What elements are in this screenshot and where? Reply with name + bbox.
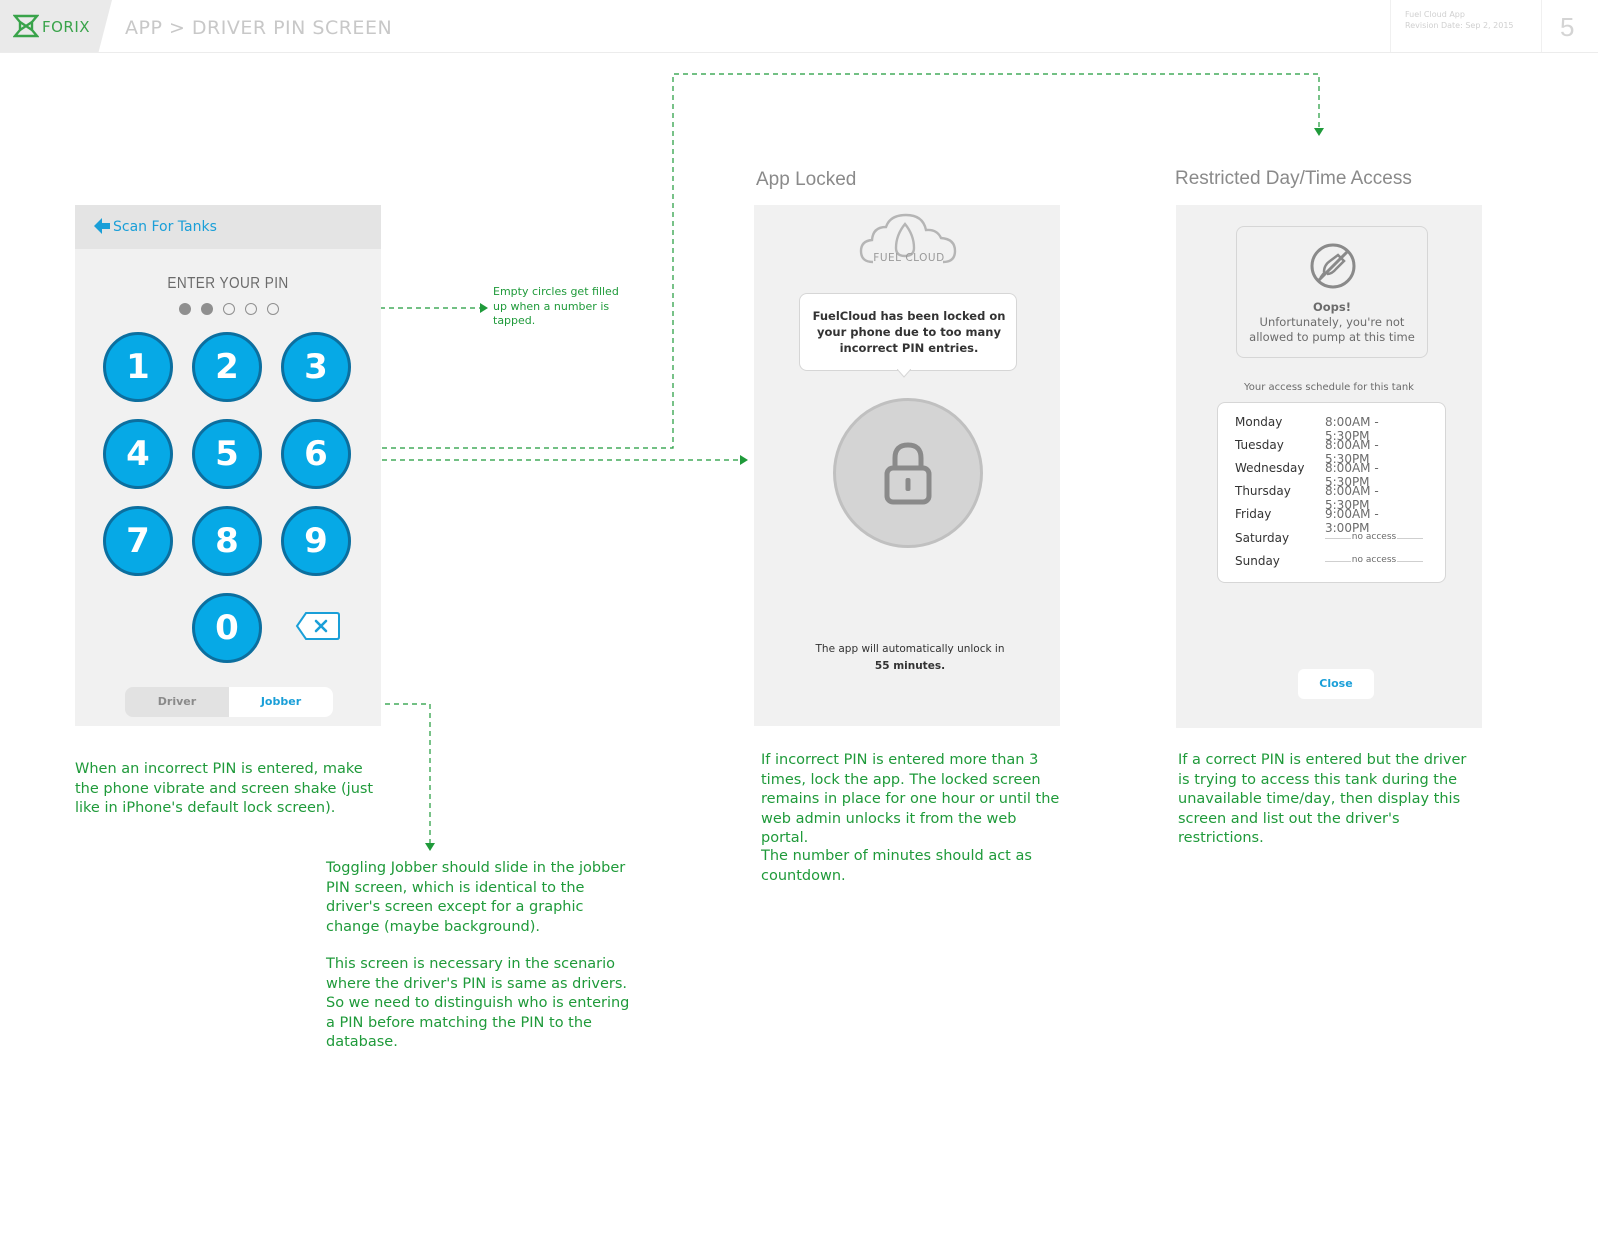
arrowhead-locked (740, 455, 748, 465)
annotation-restriction-rule: If a correct PIN is entered but the driv… (1178, 752, 1467, 846)
fuel-cloud-logo-icon (859, 213, 957, 264)
page-number: 5 (1560, 12, 1575, 42)
annotation-jobber-scenario: This screen is necessary in the scenario… (326, 956, 630, 1050)
pin-dot-filled (179, 303, 191, 315)
back-arrow-icon[interactable] (91, 215, 113, 237)
key-7[interactable]: 7 (103, 506, 173, 576)
schedule-day: Monday (1235, 415, 1283, 429)
logo-text: FORIX (42, 18, 91, 36)
unlock-countdown-minutes: 55 minutes. (874, 660, 946, 672)
fuel-cloud-logo-text: FUEL CLOUD (873, 252, 945, 264)
enter-pin-prompt: ENTER YOUR PIN (167, 275, 289, 292)
key-0[interactable]: 0 (192, 593, 262, 663)
driver-jobber-toggle[interactable]: Driver Jobber (125, 687, 333, 717)
annotation-lock-rule: If incorrect PIN is entered more than 3 … (761, 752, 1060, 846)
key-4[interactable]: 4 (103, 419, 173, 489)
schedule-caption: Your access schedule for this tank (1244, 382, 1414, 393)
revision-box (1390, 0, 1542, 52)
annotation-jobber-toggle: Toggling Jobber should slide in the jobb… (326, 860, 626, 935)
oops-title: Oops! (1313, 300, 1351, 314)
schedule-day: Sunday (1235, 554, 1280, 568)
arrowhead-jobber (425, 843, 435, 851)
connector-restricted (346, 73, 1320, 449)
no-access-label: no access (1351, 555, 1397, 565)
key-2[interactable]: 2 (192, 332, 262, 402)
pin-dot-empty (267, 303, 279, 315)
pin-dots (179, 303, 289, 317)
app-locked-screen: FUEL CLOUD FuelCloud has been locked on … (754, 205, 1060, 726)
close-button[interactable]: Close (1298, 669, 1374, 699)
page-header (0, 0, 1598, 53)
no-pumping-icon (1310, 243, 1356, 289)
restricted-access-screen: Oops! Unfortunately, you're not allowed … (1176, 205, 1482, 728)
schedule-day: Friday (1235, 507, 1272, 521)
schedule-time: 8:00AM - 5:30PM (1325, 484, 1379, 512)
schedule-no-access: no access (1325, 531, 1423, 545)
pin-dot-filled (201, 303, 213, 315)
revision-app-name: Fuel Cloud App (1405, 10, 1465, 19)
schedule-no-access: no access (1325, 554, 1423, 568)
back-button-scan-for-tanks[interactable]: Scan For Tanks (113, 219, 217, 235)
revision-date: Revision Date: Sep 2, 2015 (1405, 21, 1514, 30)
schedule-time: 9:00AM - 3:00PM (1325, 507, 1379, 535)
breadcrumb: APP > DRIVER PIN SCREEN (125, 17, 393, 39)
unlock-countdown-text: The app will automatically unlock in (815, 643, 1005, 655)
schedule-day: Wednesday (1235, 461, 1305, 475)
bubble-tail (897, 369, 911, 378)
pin-dot-empty (223, 303, 235, 315)
no-access-label: no access (1351, 532, 1397, 542)
schedule-time: 8:00AM - 5:30PM (1325, 415, 1379, 443)
section-title-app-locked: App Locked (756, 169, 857, 190)
key-8[interactable]: 8 (192, 506, 262, 576)
logo-block (0, 0, 112, 52)
driver-pin-screen: Scan For Tanks ENTER YOUR PIN 1 2 3 4 5 … (75, 205, 381, 726)
oops-message: Unfortunately, you're not allowed to pum… (1249, 315, 1415, 344)
schedule-time: 8:00AM - 5:30PM (1325, 461, 1379, 489)
arrowhead-restricted (1314, 128, 1324, 136)
annotation-incorrect-pin: When an incorrect PIN is entered, make t… (75, 761, 374, 816)
section-title-restricted-access: Restricted Day/Time Access (1175, 168, 1412, 189)
annotation-countdown: The number of minutes should act as coun… (761, 848, 1032, 884)
lock-message-bubble: FuelCloud has been locked on your phone … (799, 293, 1017, 371)
backspace-icon[interactable] (295, 611, 341, 641)
schedule-card: Monday 8:00AM - 5:30PM Tuesday 8:00AM - … (1217, 402, 1446, 583)
oops-card: Oops! Unfortunately, you're not allowed … (1236, 226, 1428, 358)
lock-icon (884, 442, 932, 505)
schedule-day: Saturday (1235, 531, 1290, 545)
key-5[interactable]: 5 (192, 419, 262, 489)
toggle-jobber[interactable]: Jobber (229, 687, 333, 717)
top-bar (75, 205, 381, 249)
schedule-time: 8:00AM - 5:30PM (1325, 438, 1379, 466)
forix-logo-icon (13, 14, 39, 38)
toggle-driver[interactable]: Driver (157, 695, 197, 708)
key-9[interactable]: 9 (281, 506, 351, 576)
arrowhead-pin-dots (480, 303, 488, 313)
schedule-day: Thursday (1235, 484, 1291, 498)
key-1[interactable]: 1 (103, 332, 173, 402)
annotation-empty-circles: Empty circles get filled up when a numbe… (493, 285, 619, 327)
pin-dot-empty (245, 303, 257, 315)
lock-circle (833, 398, 983, 548)
lock-message: FuelCloud has been locked on your phone … (812, 309, 1006, 355)
key-3[interactable]: 3 (281, 332, 351, 402)
schedule-day: Tuesday (1235, 438, 1284, 452)
key-6[interactable]: 6 (281, 419, 351, 489)
